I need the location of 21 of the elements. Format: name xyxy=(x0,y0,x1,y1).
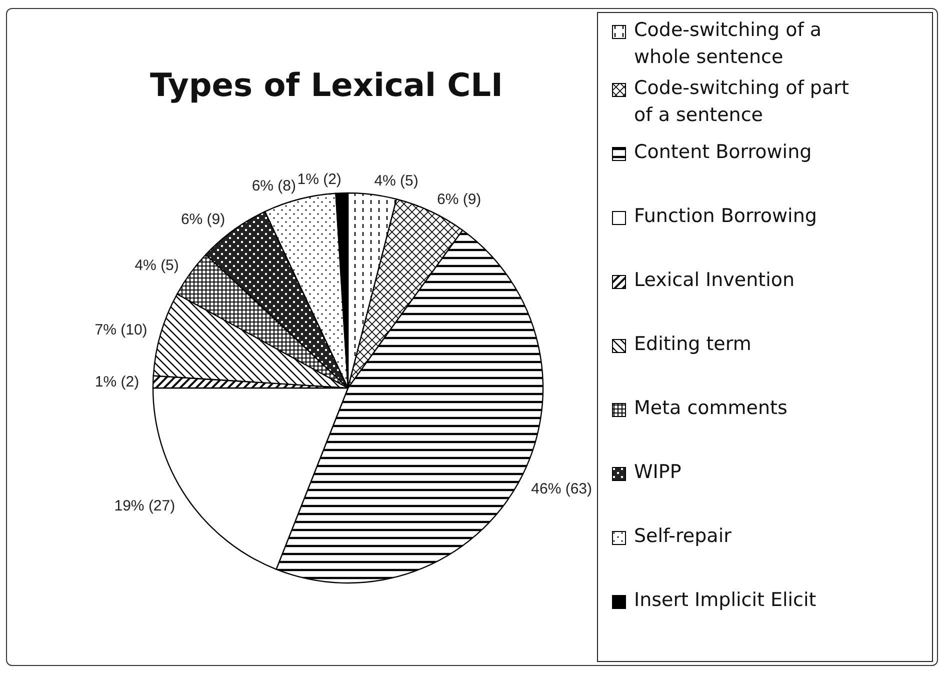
data-label: 6% (9) xyxy=(180,210,226,228)
legend-label: Lexical Invention xyxy=(634,268,796,293)
legend-label: Code-switching of a whole sentence xyxy=(634,18,823,70)
data-label: 7% (10) xyxy=(94,322,148,339)
data-label: 6% (9) xyxy=(437,190,482,208)
legend-label: Editing term xyxy=(634,332,752,357)
data-label: 1% (2) xyxy=(94,373,140,390)
legend-label: Meta comments xyxy=(634,396,788,421)
legend-label: Code-switching of part of a sentence xyxy=(634,76,850,128)
data-label: 4% (5) xyxy=(134,257,179,274)
data-label: 46% (63) xyxy=(531,480,592,498)
legend-label: Self-repair xyxy=(634,524,732,549)
legend-label: Insert Implicit Elicit xyxy=(634,588,818,613)
data-label: 4% (5) xyxy=(374,172,418,190)
data-label: 19% (27) xyxy=(114,497,176,514)
chart-title: Types of Lexical CLI xyxy=(150,66,503,104)
legend-label: Function Borrowing xyxy=(634,204,818,229)
data-label: 6% (8) xyxy=(252,178,296,195)
data-label: 1% (2) xyxy=(297,171,342,188)
legend-label: Content Borrowing xyxy=(634,140,813,165)
legend-label: WIPP xyxy=(634,460,682,485)
